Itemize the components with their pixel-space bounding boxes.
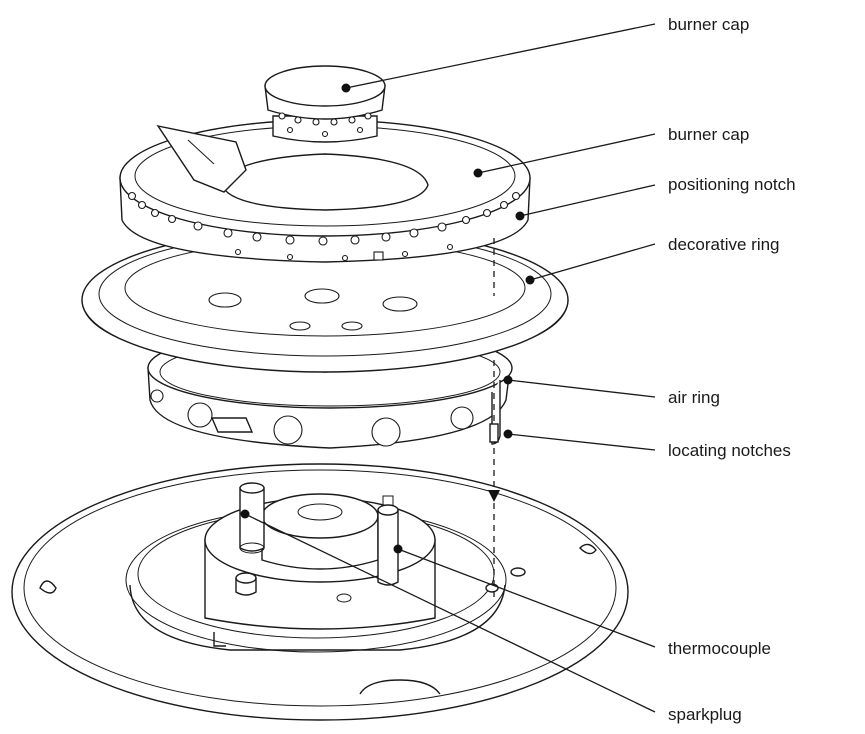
label-locating-notches: locating notches bbox=[668, 441, 791, 460]
leader-dot-air-ring bbox=[503, 375, 513, 385]
label-thermocouple: thermocouple bbox=[668, 639, 771, 658]
label-air-ring: air ring bbox=[668, 388, 720, 407]
base-plate bbox=[11, 463, 629, 721]
label-positioning-notch: positioning notch bbox=[668, 175, 796, 194]
alignment-arrowhead bbox=[488, 490, 500, 502]
leader-dot-positioning-notch bbox=[515, 211, 525, 221]
decorative-ring bbox=[81, 227, 569, 373]
label-decorative-ring: decorative ring bbox=[668, 235, 780, 254]
leader-dot-burner-cap bbox=[473, 168, 483, 178]
leader-dot-burner-cap-top bbox=[341, 83, 351, 93]
leader-dot-decorative-ring bbox=[525, 275, 535, 285]
leader-lines bbox=[240, 23, 656, 713]
thermocouple-post bbox=[239, 482, 265, 554]
label-burner-cap-top: burner cap bbox=[668, 15, 749, 34]
sparkplug-post bbox=[377, 495, 399, 586]
label-burner-cap: burner cap bbox=[668, 125, 749, 144]
label-sparkplug: sparkplug bbox=[668, 705, 742, 724]
burner-cap-top bbox=[264, 65, 386, 143]
leader-dot-sparkplug bbox=[240, 509, 250, 519]
leader-dot-locating-notches bbox=[503, 429, 513, 439]
burner-head-ports bbox=[127, 191, 521, 262]
leader-dot-thermocouple bbox=[393, 544, 403, 554]
callout-labels: burner cap burner cap positioning notch … bbox=[668, 15, 796, 724]
alignment-guides bbox=[488, 238, 500, 602]
burner-head bbox=[119, 119, 531, 263]
